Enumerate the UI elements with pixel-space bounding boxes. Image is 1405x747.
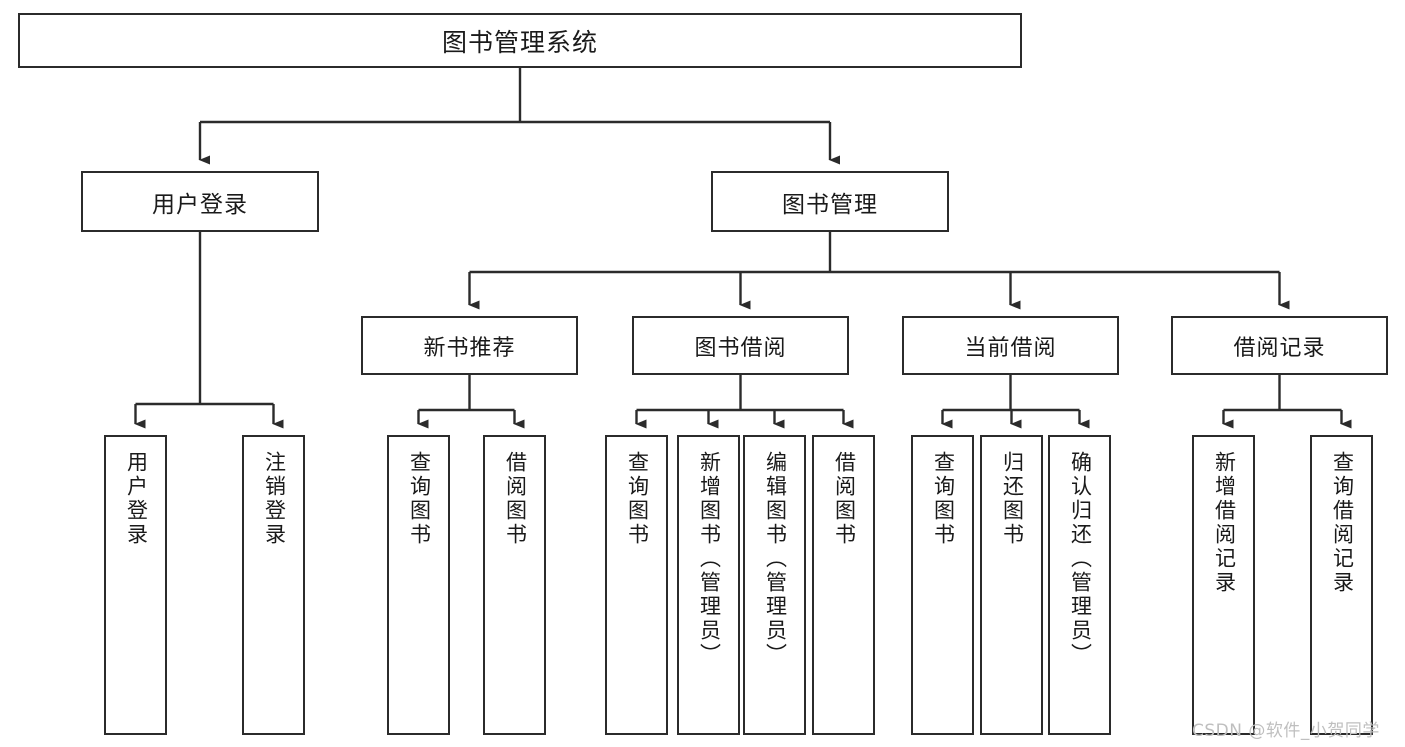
node-label: 借阅图书 <box>503 451 528 547</box>
node-label: 确认归还（管理员） <box>1068 451 1093 667</box>
node-leaf-confirm-return[interactable]: 确认归还（管理员） <box>1048 435 1111 735</box>
node-label: 新增图书（管理员） <box>697 451 722 667</box>
node-label: 查询图书 <box>931 451 956 547</box>
node-label: 借阅图书 <box>832 451 857 547</box>
node-leaf-query-book-3[interactable]: 查询图书 <box>911 435 974 735</box>
node-leaf-logout[interactable]: 注销登录 <box>242 435 305 735</box>
node-label: 用户登录 <box>124 451 149 547</box>
node-label: 图书管理系统 <box>441 27 598 57</box>
node-label: 图书管理 <box>782 191 878 218</box>
node-root[interactable]: 图书管理系统 <box>18 13 1022 68</box>
node-leaf-query-record[interactable]: 查询借阅记录 <box>1310 435 1373 735</box>
node-leaf-borrow-book-2[interactable]: 借阅图书 <box>812 435 875 735</box>
node-new-book-rec[interactable]: 新书推荐 <box>361 316 578 375</box>
node-label: 注销登录 <box>262 451 287 547</box>
node-label: 新增借阅记录 <box>1212 451 1237 595</box>
node-current-borrow[interactable]: 当前借阅 <box>902 316 1119 375</box>
node-leaf-add-record[interactable]: 新增借阅记录 <box>1192 435 1255 735</box>
node-label: 用户登录 <box>152 191 248 218</box>
node-label: 归还图书 <box>1000 451 1025 547</box>
node-label: 查询图书 <box>407 451 432 547</box>
node-leaf-add-book[interactable]: 新增图书（管理员） <box>677 435 740 735</box>
node-book-borrow[interactable]: 图书借阅 <box>632 316 849 375</box>
node-leaf-edit-book[interactable]: 编辑图书（管理员） <box>743 435 806 735</box>
node-book-manage[interactable]: 图书管理 <box>711 171 949 232</box>
node-label: 图书借阅 <box>694 335 787 361</box>
node-borrow-record[interactable]: 借阅记录 <box>1171 316 1388 375</box>
node-label: 查询借阅记录 <box>1330 451 1355 595</box>
node-label: 新书推荐 <box>423 335 516 361</box>
node-leaf-return-book[interactable]: 归还图书 <box>980 435 1043 735</box>
node-label: 编辑图书（管理员） <box>763 451 788 667</box>
edge-paths <box>134 68 1352 429</box>
node-leaf-user-login[interactable]: 用户登录 <box>104 435 167 735</box>
node-leaf-query-book-2[interactable]: 查询图书 <box>605 435 668 735</box>
node-label: 当前借阅 <box>964 335 1057 361</box>
node-leaf-borrow-book-1[interactable]: 借阅图书 <box>483 435 546 735</box>
node-label: 查询图书 <box>625 451 650 547</box>
node-leaf-query-book-1[interactable]: 查询图书 <box>387 435 450 735</box>
node-label: 借阅记录 <box>1233 335 1326 361</box>
node-user-login[interactable]: 用户登录 <box>81 171 319 232</box>
